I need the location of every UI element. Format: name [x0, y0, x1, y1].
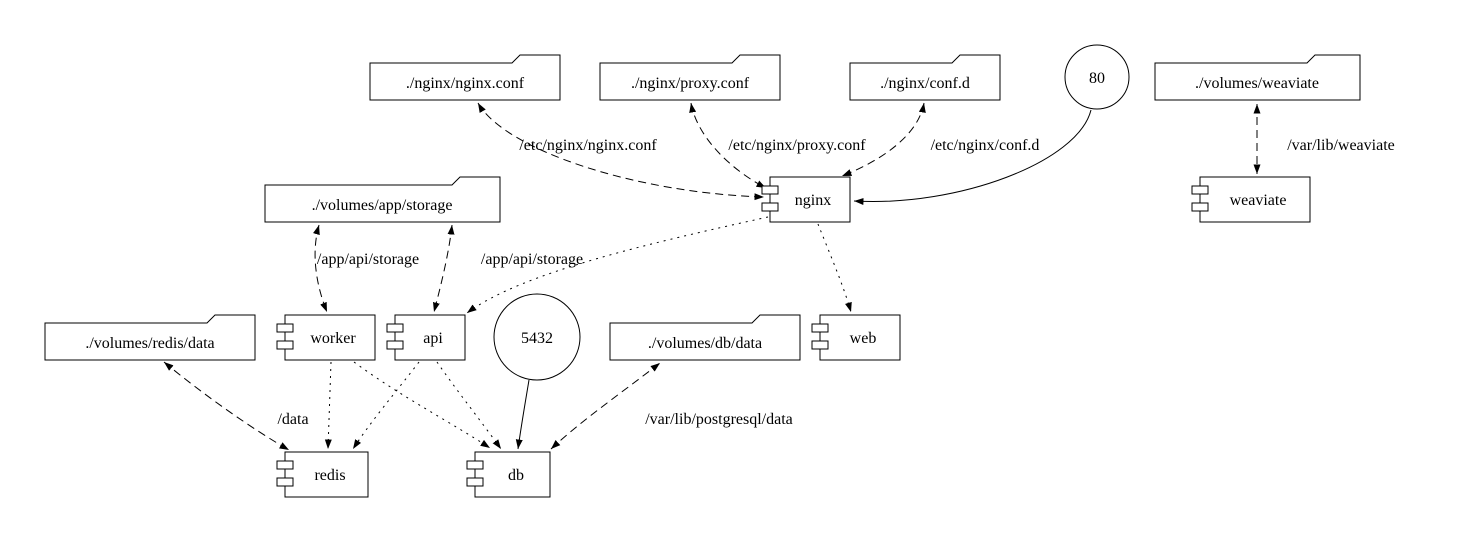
service-db: db — [466, 451, 551, 498]
edge-depends-worker-db — [353, 361, 491, 449]
service-worker-tab-top — [276, 323, 294, 333]
service-web-body — [819, 314, 901, 361]
edge-label-redis-mount: /data — [277, 411, 308, 428]
service-web-tab-top — [811, 323, 829, 333]
port-80-circle — [1064, 44, 1130, 110]
folder-nginx-conf: ./nginx/nginx.conf — [369, 54, 561, 101]
folder-nginx-conf-shape — [369, 54, 561, 101]
edge-depends-nginx-api — [466, 216, 769, 314]
service-api-label: api — [423, 330, 443, 347]
edge-port-5432-db — [515, 379, 530, 450]
service-weaviate: weaviate — [1191, 176, 1311, 223]
folder-conf-d: ./nginx/conf.d — [849, 54, 1001, 101]
folder-proxy-conf-label: ./nginx/proxy.conf — [631, 75, 750, 92]
edge-app-storage-api-mount — [432, 224, 455, 313]
edge-labels-layer: /etc/nginx/nginx.conf /etc/nginx/proxy.c… — [277, 137, 1394, 428]
service-redis-tab-bottom — [276, 477, 294, 487]
edge-label-proxy-conf-mount: /etc/nginx/proxy.conf — [728, 137, 866, 154]
service-worker-tab-bottom — [276, 340, 294, 350]
edge-depends-api-db — [436, 361, 502, 450]
edge-label-api-storage-mount: /app/api/storage — [481, 251, 583, 268]
service-weaviate-tab-bottom — [1191, 202, 1209, 212]
folder-volumes-weaviate-shape — [1154, 54, 1361, 101]
service-weaviate-tab-top — [1191, 185, 1209, 195]
service-nginx-body — [769, 176, 851, 223]
edge-label-nginx-conf-mount: /etc/nginx/nginx.conf — [519, 137, 657, 154]
edges-layer — [163, 102, 1261, 451]
service-web-label: web — [850, 330, 877, 347]
port-5432-label: 5432 — [521, 330, 553, 347]
service-redis-label: redis — [314, 467, 345, 484]
folder-volumes-weaviate-label: ./volumes/weaviate — [1195, 75, 1319, 92]
service-weaviate-label: weaviate — [1230, 192, 1287, 209]
service-db-tab-top — [466, 460, 484, 470]
edge-redis-data-mount — [163, 361, 290, 451]
service-nginx-label: nginx — [795, 192, 831, 209]
folder-volumes-app-storage-label: ./volumes/app/storage — [312, 197, 453, 214]
port-80: 80 — [1064, 44, 1130, 110]
port-5432-circle — [493, 293, 581, 381]
folder-conf-d-shape — [849, 54, 1001, 101]
edge-nginx-conf-mount — [477, 102, 765, 201]
folder-volumes-app-storage-shape — [264, 176, 501, 223]
edge-depends-nginx-web — [817, 223, 852, 313]
edge-label-conf-d-mount: /etc/nginx/conf.d — [931, 137, 1040, 154]
port-5432: 5432 — [493, 293, 581, 381]
service-db-label: db — [508, 467, 524, 484]
service-api: api — [386, 314, 466, 361]
folder-volumes-db-data-shape — [609, 314, 801, 361]
edge-depends-worker-redis — [324, 361, 332, 450]
service-web: web — [811, 314, 901, 361]
folder-volumes-redis-data: ./volumes/redis/data — [44, 314, 256, 361]
edge-db-data-mount — [550, 362, 661, 450]
service-nginx-tab-top — [761, 185, 779, 195]
service-web-tab-bottom — [811, 340, 829, 350]
folder-volumes-app-storage: ./volumes/app/storage — [264, 176, 501, 223]
edge-label-db-mount: /var/lib/postgresql/data — [645, 411, 793, 428]
folder-conf-d-label: ./nginx/conf.d — [880, 75, 970, 92]
service-nginx: nginx — [761, 176, 851, 223]
folder-volumes-db-data: ./volumes/db/data — [609, 314, 801, 361]
folder-volumes-db-data-label: ./volumes/db/data — [648, 335, 762, 352]
nodes-layer: ./nginx/nginx.conf ./nginx/proxy.conf ./… — [44, 44, 1361, 498]
folder-proxy-conf: ./nginx/proxy.conf — [599, 54, 781, 101]
service-worker-label: worker — [310, 330, 356, 347]
service-nginx-tab-bottom — [761, 202, 779, 212]
service-api-tab-top — [386, 323, 404, 333]
edge-depends-api-redis — [352, 361, 420, 450]
service-api-body — [394, 314, 466, 361]
folder-nginx-conf-label: ./nginx/nginx.conf — [406, 75, 525, 92]
edge-label-weaviate-mount: /var/lib/weaviate — [1287, 137, 1395, 154]
service-worker-body — [284, 314, 376, 361]
port-80-label: 80 — [1089, 70, 1105, 87]
service-redis-tab-top — [276, 460, 294, 470]
edge-app-storage-worker-mount — [313, 224, 328, 313]
service-worker: worker — [276, 314, 376, 361]
folder-proxy-conf-shape — [599, 54, 781, 101]
service-api-tab-bottom — [386, 340, 404, 350]
edge-proxy-conf-mount — [689, 102, 767, 189]
service-redis-body — [284, 451, 369, 498]
edge-conf-d-mount — [841, 102, 926, 177]
service-redis: redis — [276, 451, 369, 498]
folder-volumes-redis-data-label: ./volumes/redis/data — [85, 335, 214, 352]
service-db-body — [474, 451, 551, 498]
folder-volumes-redis-data-shape — [44, 314, 256, 361]
folder-volumes-weaviate: ./volumes/weaviate — [1154, 54, 1361, 101]
service-db-tab-bottom — [466, 477, 484, 487]
edge-port-80-nginx — [853, 109, 1092, 206]
edge-label-worker-storage-mount: /app/api/storage — [317, 251, 419, 268]
service-weaviate-body — [1199, 176, 1311, 223]
